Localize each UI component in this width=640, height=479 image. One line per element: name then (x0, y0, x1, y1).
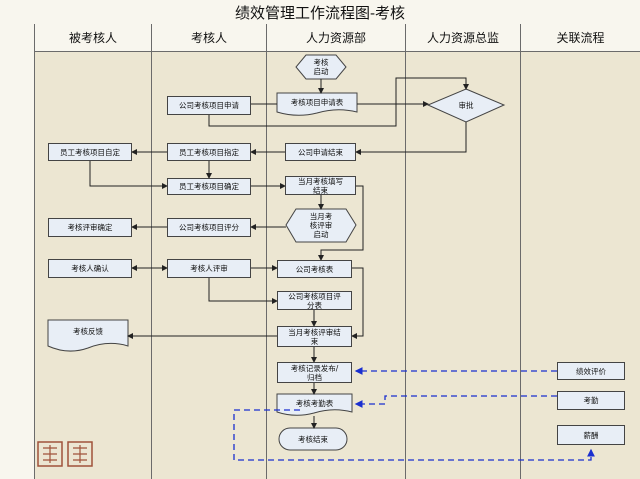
lane-header-assessed: 被考核人 (35, 24, 152, 52)
node-staff-confirm: 员工考核项目确定 (167, 178, 251, 195)
node-monthly-review-end: 当月考核评审结 束 (277, 326, 352, 347)
node-monthly-start: 当月考 核评审 启动 (309, 212, 333, 239)
feedback-document (47, 319, 129, 352)
monthly-start-shape (285, 208, 357, 243)
apply-document (276, 92, 358, 116)
lane-header-hr-director: 人力资源总监 (406, 24, 521, 52)
node-assessed-confirm: 考核人确认 (48, 259, 132, 278)
node-monthly-fill: 当月考核填写 结束 (285, 176, 356, 195)
left-strip (0, 24, 35, 479)
node-staff-self: 员工考核项目自定 (48, 143, 132, 161)
lane-header-assessor: 考核人 (152, 24, 267, 52)
lane-header-hr: 人力资源部 (267, 24, 406, 52)
node-company-apply-end: 公司申请结束 (285, 143, 356, 161)
node-start: 考核 启动 (313, 58, 329, 76)
node-attendance: 考核考勤表 (295, 398, 334, 408)
node-company-form: 公司考核表 (277, 260, 352, 278)
node-checkin: 考勤 (557, 391, 625, 410)
start-shape (295, 54, 347, 80)
node-feedback: 考核反馈 (73, 326, 103, 336)
lane-assessed (35, 52, 152, 479)
page-title: 绩效管理工作流程图-考核 (234, 4, 406, 22)
node-salary: 薪酬 (557, 425, 625, 445)
node-company-score-form: 公司考核项目评 分表 (277, 291, 352, 310)
node-assessor-review: 考核人评审 (167, 259, 251, 278)
node-perf-eval: 绩效评价 (557, 362, 625, 380)
node-company-apply: 公司考核项目申请 (167, 96, 251, 115)
lane-header-related: 关联流程 (521, 24, 640, 52)
lane-hr (267, 52, 406, 479)
node-end: 考核结束 (298, 434, 328, 444)
lane-assessor (152, 52, 267, 479)
node-apply-hr: 考核项目申请表 (290, 97, 344, 107)
lane-hr-director (406, 52, 521, 479)
node-company-score: 公司考核项目评分 (167, 218, 251, 237)
node-staff-assign: 员工考核项目指定 (167, 143, 251, 161)
node-publish: 考核记录发布/ 归档 (277, 362, 352, 383)
node-review-confirm: 考核评审确定 (48, 218, 132, 237)
node-approve: 审批 (458, 101, 474, 110)
seal-logo (37, 441, 93, 467)
